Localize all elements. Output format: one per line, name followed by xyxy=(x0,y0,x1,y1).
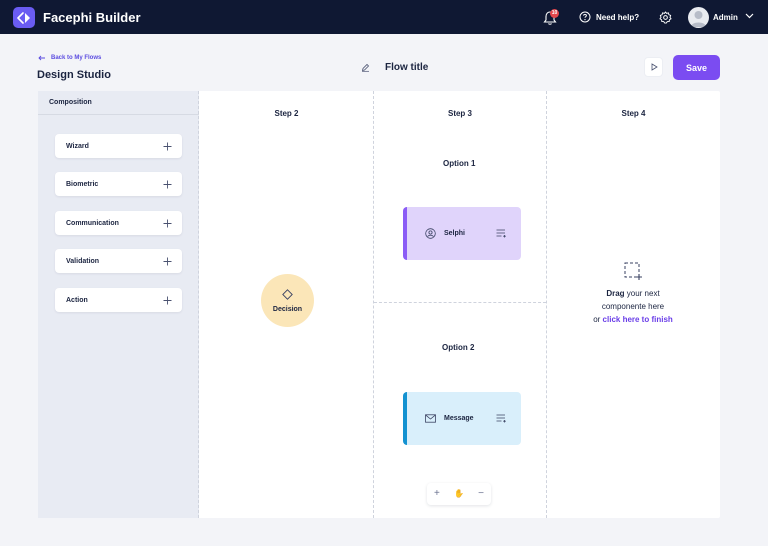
composition-item-wizard[interactable]: Wizard xyxy=(55,134,182,158)
drop-text-1: your next xyxy=(624,289,660,298)
composition-item-biometric[interactable]: Biometric xyxy=(55,172,182,196)
notification-badge: 10 xyxy=(550,9,559,18)
node-settings-icon[interactable] xyxy=(496,414,507,423)
composition-item-communication[interactable]: Communication xyxy=(55,211,182,235)
selphi-node-label: Selphi xyxy=(444,230,466,237)
composition-item-validation[interactable]: Validation xyxy=(55,249,182,273)
message-node-label: Message xyxy=(444,415,474,422)
composition-item-label: Validation xyxy=(66,257,100,265)
composition-item-label: Wizard xyxy=(66,142,89,150)
drop-bold: Drag xyxy=(606,289,625,298)
diamond-icon xyxy=(282,288,293,300)
finish-link[interactable]: click here to finish xyxy=(602,315,673,324)
avatar[interactable] xyxy=(688,7,709,28)
back-to-flows-link[interactable]: Back to My Flows xyxy=(38,55,101,61)
option-1-title: Option 1 xyxy=(443,159,476,168)
help-circle-icon xyxy=(579,11,591,23)
preview-play-button[interactable] xyxy=(644,57,663,77)
app-title: Facephi Builder xyxy=(43,10,141,25)
arrow-left-icon xyxy=(38,55,45,61)
facephi-logo-icon[interactable] xyxy=(13,7,35,28)
node-settings-icon[interactable] xyxy=(496,229,507,238)
zoom-in-button[interactable]: + xyxy=(434,488,440,499)
drop-text-3: or xyxy=(593,315,603,324)
composition-item-action[interactable]: Action xyxy=(55,288,182,312)
need-help-label: Need help? xyxy=(596,12,640,22)
column-divider xyxy=(546,91,547,518)
zoom-out-button[interactable]: − xyxy=(478,488,484,499)
drop-instructions: Drag your next componente here or click … xyxy=(560,287,706,326)
composition-item-label: Communication xyxy=(66,219,119,227)
drop-zone[interactable]: Drag your next componente here or click … xyxy=(560,262,706,326)
composition-header: Composition xyxy=(38,91,199,115)
back-link-label: Back to My Flows xyxy=(51,55,102,61)
step-3-title: Step 3 xyxy=(447,109,472,118)
option-divider xyxy=(374,302,546,303)
selphi-node[interactable]: Selphi xyxy=(403,207,521,260)
plus-icon[interactable] xyxy=(163,296,172,305)
plus-icon[interactable] xyxy=(163,142,172,151)
need-help-button[interactable]: Need help? xyxy=(579,11,639,23)
gear-icon[interactable] xyxy=(659,11,672,24)
chevron-down-icon[interactable] xyxy=(745,13,754,19)
composition-title: Composition xyxy=(49,99,92,106)
composition-panel: Composition Wizard Biometric Communicati… xyxy=(38,91,199,518)
plus-icon[interactable] xyxy=(163,219,172,228)
zoom-controls: + ✋ − xyxy=(427,483,491,505)
plus-icon[interactable] xyxy=(163,180,172,189)
flow-title[interactable]: Flow title xyxy=(385,62,429,73)
drop-text-2: componente here xyxy=(601,302,665,311)
step-2-title: Step 2 xyxy=(274,109,299,118)
drop-add-icon xyxy=(624,262,642,280)
composition-item-label: Action xyxy=(66,296,88,304)
user-name[interactable]: Admin xyxy=(713,13,738,22)
plus-icon[interactable] xyxy=(163,257,172,266)
mail-icon xyxy=(425,414,436,423)
composition-item-label: Biometric xyxy=(66,180,99,188)
top-bar: Facephi Builder 10 Need help? Admin xyxy=(0,0,768,34)
option-2-title: Option 2 xyxy=(442,343,475,352)
page-title: Design Studio xyxy=(37,69,111,81)
pan-hand-button[interactable]: ✋ xyxy=(454,489,464,498)
play-icon xyxy=(651,63,658,71)
decision-label: Decision xyxy=(272,305,303,313)
column-divider xyxy=(373,91,374,518)
edit-pencil-icon[interactable] xyxy=(361,63,370,72)
decision-node[interactable]: Decision xyxy=(261,274,314,327)
step-4-title: Step 4 xyxy=(621,109,646,118)
user-circle-icon xyxy=(425,228,436,239)
save-button[interactable]: Save xyxy=(673,55,720,80)
message-node[interactable]: Message xyxy=(403,392,521,445)
